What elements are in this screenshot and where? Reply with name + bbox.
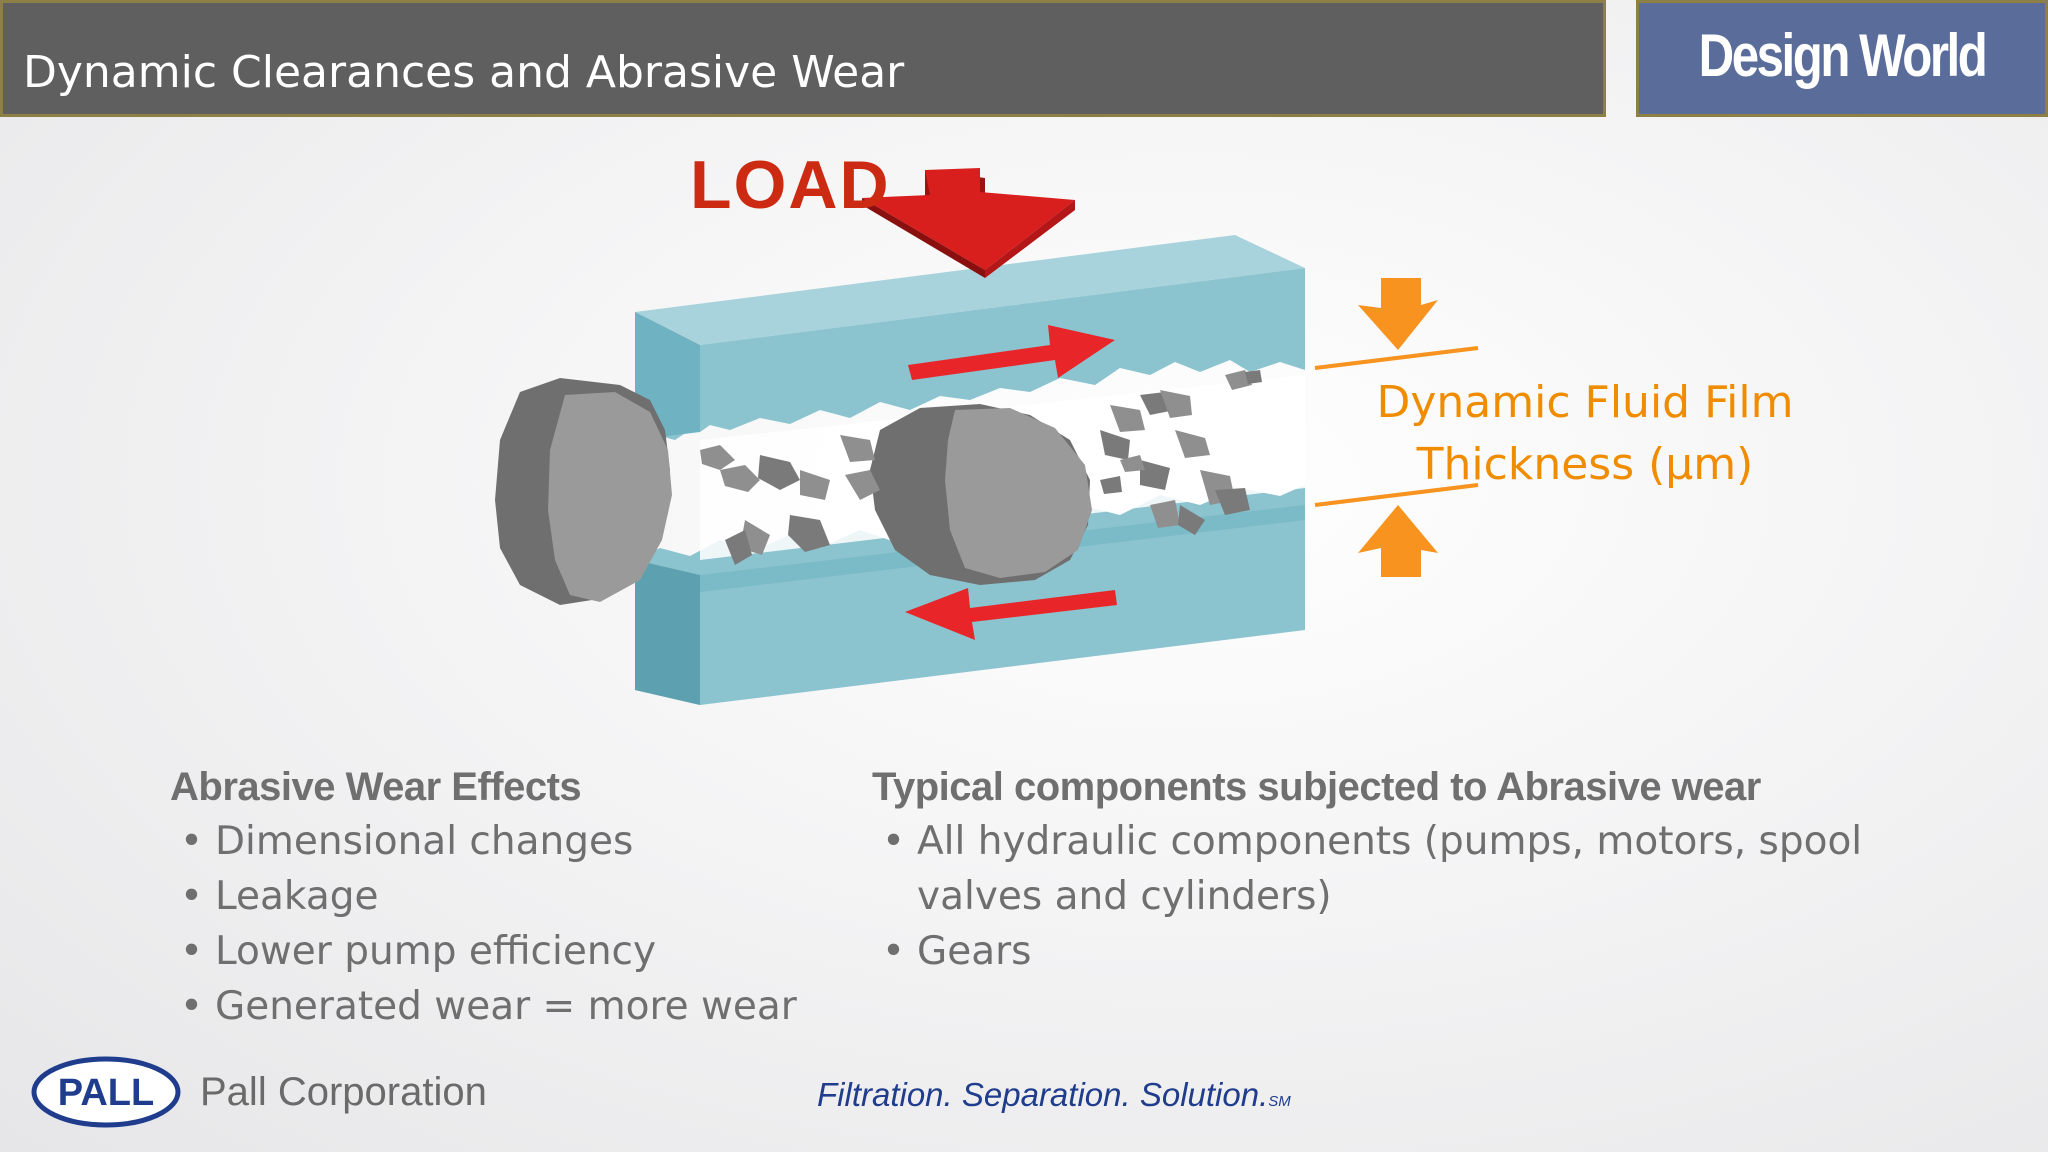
film-up-arrow [1358,505,1438,577]
slide-title: Dynamic Clearances and Abrasive Wear [23,47,905,98]
list-item: Generated wear = more wear [170,979,850,1034]
list-item: All hydraulic components (pumps, motors,… [872,814,1912,924]
tagline-text: Filtration. Separation. Solution. [817,1076,1269,1113]
load-arrow [862,168,1075,278]
list-item: Leakage [170,869,850,924]
pall-logo: PALL [31,1056,181,1128]
large-particle-middle [870,404,1092,585]
title-bar: Dynamic Clearances and Abrasive Wear [0,0,1606,117]
large-particle-left [495,378,672,605]
brand-logo-text: Design World [1698,22,1988,89]
list-item: Lower pump efficiency [170,924,850,979]
lower-motion-arrow [905,588,1117,640]
brand-box: Design World [1636,0,2048,117]
effects-section: Abrasive Wear Effects Dimensional change… [170,760,850,1034]
service-mark: SM [1268,1093,1291,1110]
corporation-name: Pall Corporation [200,1070,487,1114]
film-top-line [1314,346,1479,370]
components-list: All hydraulic components (pumps, motors,… [872,814,1912,979]
effects-heading: Abrasive Wear Effects [170,765,582,809]
pall-logo-text: PALL [58,1072,154,1114]
abrasive-wear-diagram [495,168,1479,705]
film-bottom-line [1314,483,1479,507]
film-label-line2: Thickness (μm) [1416,439,1754,490]
load-label: LOAD [690,147,891,223]
list-item: Gears [872,924,1912,979]
film-down-arrow [1358,278,1438,350]
lower-plate-side-face [635,560,700,705]
film-label-line1: Dynamic Fluid Film [1376,377,1794,428]
components-heading: Typical components subjected to Abrasive… [872,765,1761,809]
components-section: Typical components subjected to Abrasive… [872,760,1912,979]
tagline: Filtration. Separation. Solution.SM [817,1076,1291,1114]
upper-plate-top-face [635,235,1305,345]
effects-list: Dimensional changes Leakage Lower pump e… [170,814,850,1034]
small-particles [700,370,1262,565]
list-item: Dimensional changes [170,814,850,869]
lower-plate-front-face [635,485,1305,705]
film-thickness-label: Dynamic Fluid Film Thickness (μm) [1370,372,1800,496]
upper-motion-arrow [908,325,1115,380]
